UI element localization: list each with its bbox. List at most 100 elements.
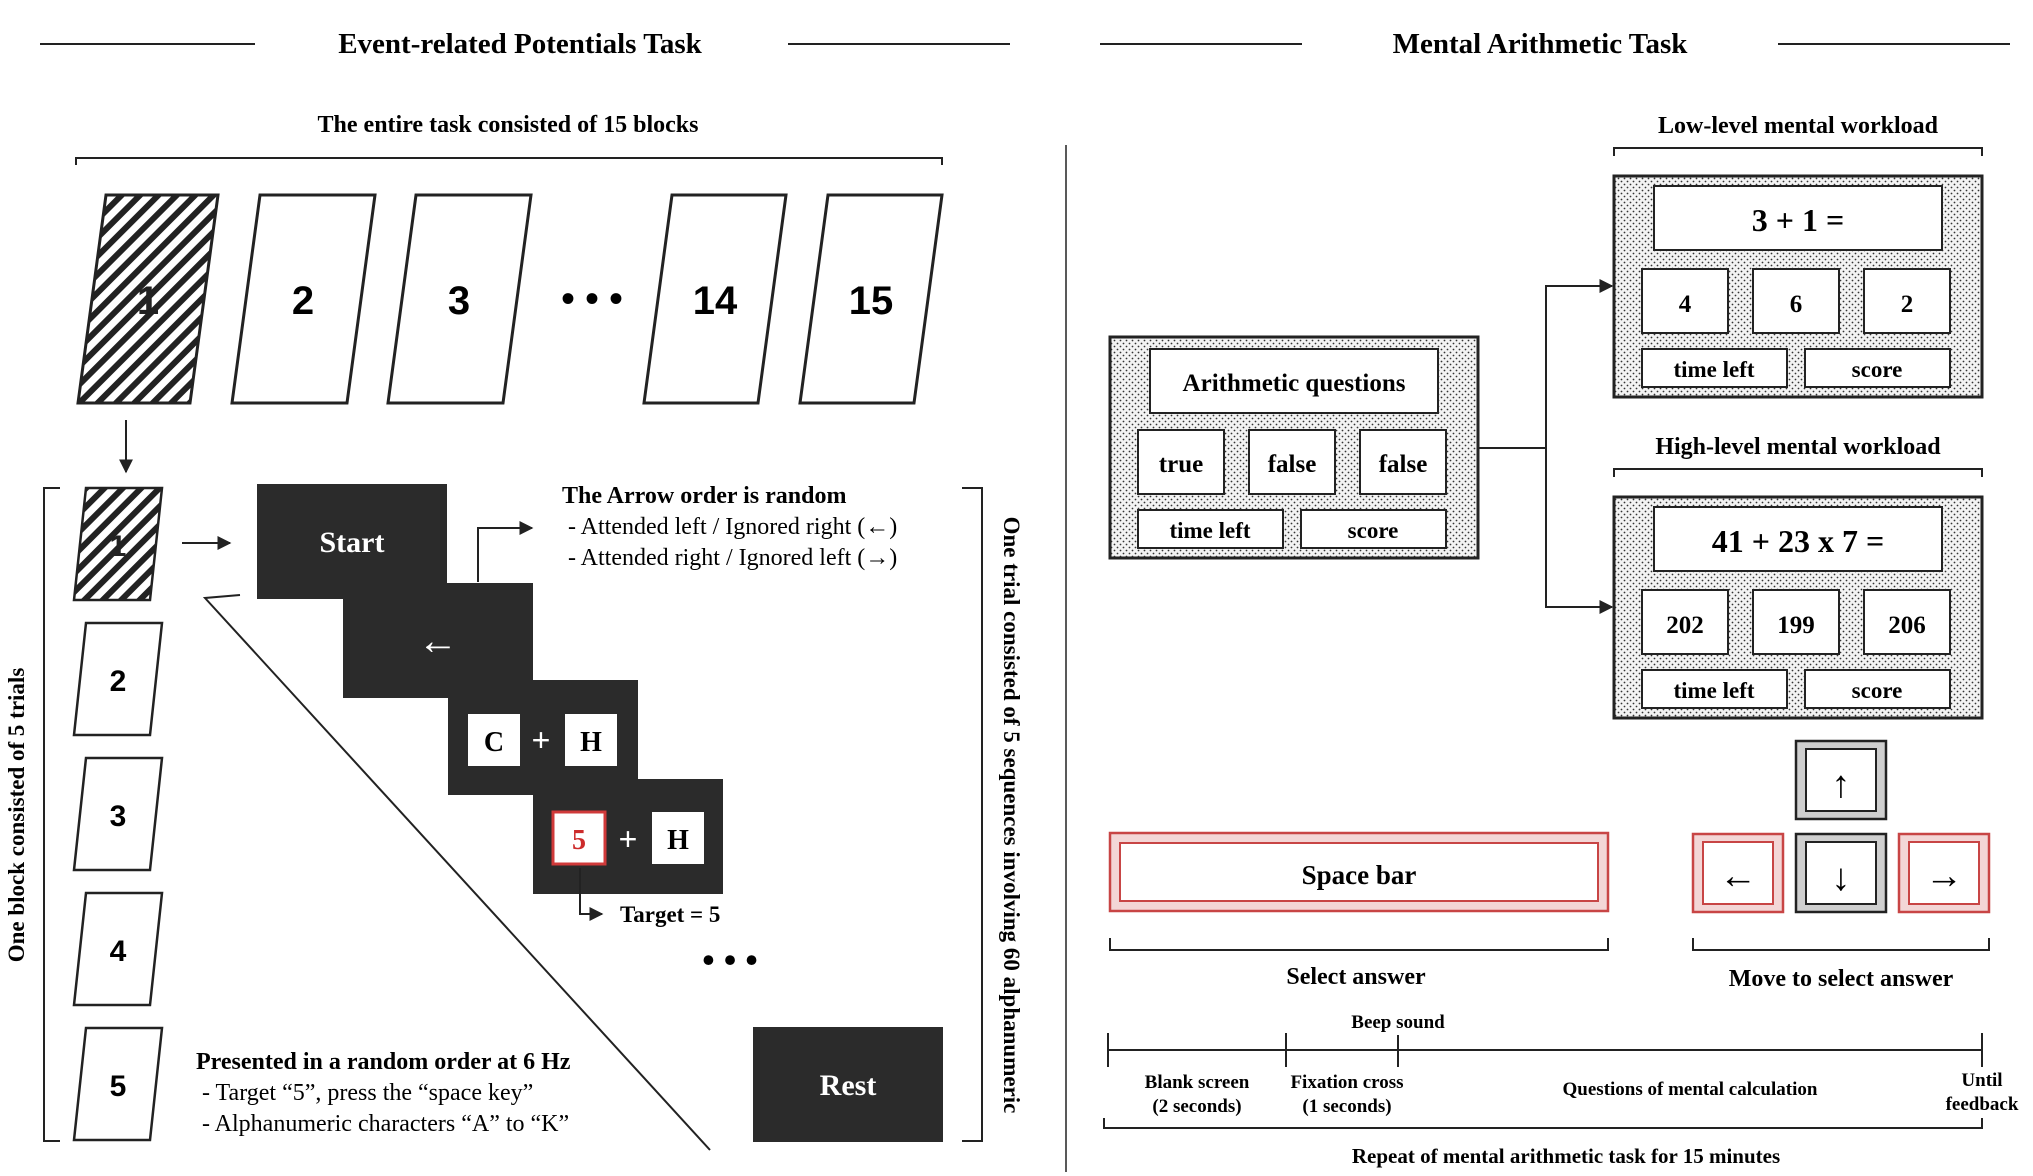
block-label: 15	[849, 279, 894, 323]
block-card: 1	[76, 193, 220, 405]
answer-option: 4	[1679, 291, 1692, 318]
arrow-screen	[343, 583, 533, 698]
select-answer-label: Select answer	[1286, 964, 1426, 990]
ma-title: Mental Arithmetic Task	[1393, 28, 1689, 60]
blocks-ellipsis: • • •	[561, 276, 623, 321]
low-caption: Low-level mental workload	[1658, 113, 1939, 139]
blocks-bracket	[75, 157, 943, 165]
fixation-label: Fixation cross	[1290, 1072, 1403, 1093]
sequence-char: H	[667, 825, 689, 856]
answer-option: 199	[1777, 612, 1815, 639]
space-bar-key: Space bar	[1108, 831, 1610, 913]
rest-screen	[753, 1027, 943, 1142]
low-workload-screen: 3 + 1 = 4 6 2 time left score	[1612, 174, 1984, 399]
answer-option: false	[1268, 451, 1317, 478]
sequence-plus: +	[619, 821, 638, 857]
sequence-char: H	[580, 727, 602, 758]
timeline: Beep sound Blank screen (2 seconds) Fixa…	[1103, 1012, 2019, 1168]
block-label: 1	[137, 279, 159, 323]
trial-caption: One trial consisted of 5 sequences invol…	[999, 517, 1024, 1114]
answer-option: false	[1379, 451, 1428, 478]
answer-option: 6	[1790, 291, 1803, 318]
until-label: feedback	[1946, 1094, 2019, 1115]
down-key: ↓	[1794, 832, 1888, 914]
rest-label: Rest	[820, 1069, 877, 1102]
repeat-label: Repeat of mental arithmetic task for 15 …	[1352, 1144, 1780, 1168]
block-card: 2	[230, 193, 377, 405]
down-arrow-icon: ↓	[1832, 857, 1851, 899]
right-arrow-icon: →	[1925, 855, 1963, 897]
trial-card: 3	[72, 756, 164, 872]
up-arrow-icon: ↑	[1832, 764, 1851, 806]
start-screen	[257, 484, 447, 599]
blank-screen-label: Blank screen	[1145, 1072, 1250, 1093]
blocks-caption: The entire task consisted of 15 blocks	[318, 112, 699, 138]
time-left-label: time left	[1673, 678, 1754, 703]
erp-task-panel: Event-related Potentials Task The entire…	[4, 28, 1024, 1151]
up-key: ↑	[1794, 739, 1888, 821]
start-label: Start	[320, 526, 385, 559]
sequence-ellipsis: • • •	[702, 940, 758, 980]
block-label: 2	[292, 279, 314, 323]
sequence-funnel	[202, 594, 711, 1151]
left-arrow-icon: ←	[1719, 855, 1757, 897]
arithmetic-screen: Arithmetic questions true false false ti…	[1108, 335, 1480, 560]
trial-card: 4	[72, 891, 164, 1007]
arrow-cue-icon: ←	[418, 619, 458, 663]
beep-label: Beep sound	[1351, 1012, 1445, 1033]
trials-bracket	[43, 487, 60, 1142]
score-label: score	[1852, 357, 1903, 382]
high-equation: 41 + 23 x 7 =	[1712, 523, 1884, 559]
arrow-order-item: - Attended left / Ignored right (←)	[568, 514, 897, 540]
branch-connector	[1545, 448, 1614, 614]
trial-label: 4	[110, 935, 127, 968]
arrow-order-title: The Arrow order is random	[562, 483, 846, 509]
score-label: score	[1852, 678, 1903, 703]
presented-title: Presented in a random order at 6 Hz	[196, 1049, 571, 1075]
high-workload-screen: 41 + 23 x 7 = 202 199 206 time left scor…	[1612, 495, 1984, 720]
trial-card: 5	[72, 1026, 164, 1142]
target-connector	[579, 868, 604, 921]
time-left-label: time left	[1673, 357, 1754, 382]
questions-label: Questions of mental calculation	[1563, 1079, 1818, 1100]
arrow-order-item: - Attended right / Ignored left (→)	[568, 545, 897, 571]
sequence-plus: +	[532, 722, 551, 758]
arrow-order-connector	[477, 521, 534, 582]
time-left-label: time left	[1169, 518, 1250, 543]
branch-connector	[1478, 279, 1614, 449]
trial-label: 2	[110, 665, 127, 698]
until-label: Until	[1961, 1070, 2002, 1091]
space-bar-label: Space bar	[1302, 860, 1417, 890]
trial-label: 5	[110, 1070, 127, 1103]
left-key: ←	[1691, 832, 1785, 914]
high-caption: High-level mental workload	[1655, 434, 1941, 460]
move-answer-label: Move to select answer	[1729, 966, 1954, 992]
score-label: score	[1348, 518, 1399, 543]
presented-item: - Target “5”, press the “space key”	[202, 1080, 533, 1106]
sequence-char: C	[484, 727, 504, 758]
right-key: →	[1897, 832, 1991, 914]
target-char: 5	[572, 825, 586, 856]
target-label: Target = 5	[620, 902, 720, 927]
trial-card: 1	[72, 486, 164, 602]
block-card: 14	[642, 193, 788, 405]
trial-card: 2	[72, 621, 164, 737]
low-equation: 3 + 1 =	[1752, 202, 1844, 238]
answer-option: 202	[1666, 612, 1704, 639]
trial-label: 1	[110, 530, 127, 563]
trial-label: 3	[110, 800, 127, 833]
blank-screen-duration: (2 seconds)	[1152, 1096, 1241, 1117]
block-label: 3	[448, 279, 470, 323]
answer-option: 206	[1888, 612, 1926, 639]
arithmetic-question: Arithmetic questions	[1183, 370, 1406, 397]
presented-item: - Alphanumeric characters “A” to “K”	[202, 1111, 569, 1137]
block-card: 3	[386, 193, 533, 405]
block-card: 15	[798, 193, 944, 405]
answer-option: true	[1159, 451, 1203, 478]
answer-option: 2	[1901, 291, 1914, 318]
trial-bracket	[962, 487, 983, 1142]
mental-arithmetic-panel: Mental Arithmetic Task Arithmetic questi…	[1100, 28, 2019, 1168]
trials-caption: One block consisted of 5 trials	[4, 668, 29, 963]
fixation-duration: (1 seconds)	[1302, 1096, 1391, 1117]
erp-title: Event-related Potentials Task	[338, 28, 702, 60]
